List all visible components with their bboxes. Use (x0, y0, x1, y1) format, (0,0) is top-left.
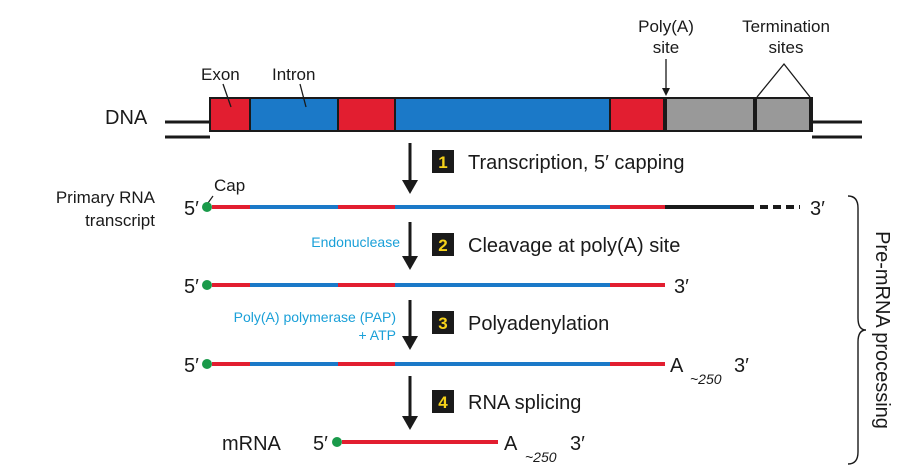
intron-pointer (299, 83, 307, 108)
termination-sites-label-line2: sites (769, 38, 804, 57)
step-1-arrow-head (402, 180, 418, 194)
step-2-number-box (432, 233, 454, 256)
cleaved-cap (202, 280, 212, 290)
step-3-number-box (432, 311, 454, 334)
step-1-number: 1 (438, 153, 447, 172)
cap-pointer (207, 195, 214, 204)
mrna-five-prime: 5′ (313, 433, 328, 455)
step-3: Poly(A) polymerase (PAP) + ATP 3 Polyade… (234, 300, 609, 350)
mrna-poly-a: A (504, 433, 518, 455)
step-4-number: 4 (438, 393, 448, 412)
dna-downstream-region-2 (754, 97, 813, 132)
polyadenylated-poly-a: A (670, 355, 684, 377)
polya-site-label-line2: site (653, 38, 679, 57)
primary-transcript-label-line2: transcript (85, 211, 155, 230)
cleaved-five-prime: 5′ (184, 276, 199, 298)
polya-site-pointer-arrowhead (662, 88, 670, 96)
intron-label: Intron (272, 65, 315, 84)
primary-cap (202, 202, 212, 212)
mrna-poly-a-length: ~250 (525, 449, 557, 465)
step-4-label: RNA splicing (468, 392, 581, 414)
primary-five-prime: 5′ (184, 198, 199, 220)
polyadenylated-five-prime: 5′ (184, 355, 199, 377)
cleaved-three-prime: 3′ (674, 276, 689, 298)
primary-transcript-label-line1: Primary RNA (56, 188, 156, 207)
step-3-label: Polyadenylation (468, 313, 609, 335)
step-4: 4 RNA splicing (402, 376, 581, 430)
dna-label: DNA (105, 107, 148, 129)
polyadenylated-transcript-row: 5′ A ~250 3′ (184, 355, 749, 387)
step-2-arrow-head (402, 256, 418, 270)
termination-sites-pointer (756, 62, 811, 98)
dna-exon-2 (337, 97, 396, 132)
step-1: 1 Transcription, 5′ capping (402, 143, 684, 194)
exon-label: Exon (201, 65, 240, 84)
dna-exon-3 (609, 97, 666, 132)
polyadenylated-cap (202, 359, 212, 369)
step-1-label: Transcription, 5′ capping (468, 152, 684, 174)
step-3-arrow-head (402, 336, 418, 350)
step-2-label: Cleavage at poly(A) site (468, 235, 680, 257)
pap-label-line2: + ATP (359, 327, 396, 343)
primary-transcript-row: Primary RNA transcript Cap 5′ 3′ (56, 176, 825, 230)
polyadenylated-poly-a-length: ~250 (690, 371, 722, 387)
polya-site-label-line1: Poly(A) (638, 17, 694, 36)
step-1-number-box (432, 150, 454, 173)
step-2: Endonuclease 2 Cleavage at poly(A) site (311, 222, 680, 270)
step-4-arrow-head (402, 416, 418, 430)
dna-intron-1 (249, 97, 339, 132)
dna-row: DNA Exon Intron Poly(A) site Termination… (105, 17, 862, 139)
step-2-number: 2 (438, 236, 447, 255)
mrna-three-prime: 3′ (570, 433, 585, 455)
step-4-number-box (432, 390, 454, 413)
primary-three-prime: 3′ (810, 198, 825, 220)
processing-brace (847, 195, 867, 465)
cap-label: Cap (214, 176, 245, 195)
polyadenylated-three-prime: 3′ (734, 355, 749, 377)
dna-downstream-region-1 (664, 97, 756, 132)
termination-sites-label-line1: Termination (742, 17, 830, 36)
dna-intron-2 (394, 97, 611, 132)
pre-mrna-processing-bracket: Pre-mRNA processing (847, 195, 893, 465)
cleaved-transcript-row: 5′ 3′ (184, 276, 689, 298)
pap-label-line1: Poly(A) polymerase (PAP) (234, 309, 396, 325)
exon-pointer (222, 83, 232, 108)
mrna-cap (332, 437, 342, 447)
mrna-label: mRNA (222, 433, 282, 455)
mrna-row: mRNA 5′ A ~250 3′ (222, 433, 585, 465)
step-3-number: 3 (438, 314, 447, 333)
endonuclease-label: Endonuclease (311, 234, 400, 250)
pre-mrna-processing-label: Pre-mRNA processing (871, 231, 893, 429)
